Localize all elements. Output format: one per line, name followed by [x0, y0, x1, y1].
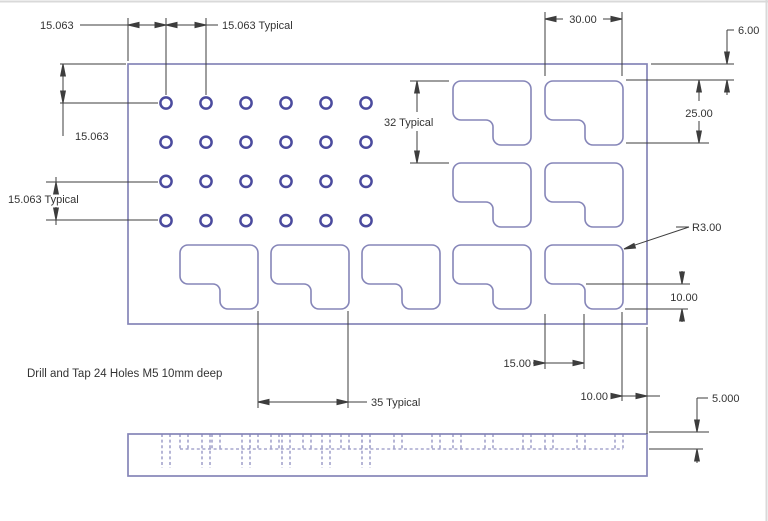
arrowhead	[533, 359, 546, 367]
tapped-hole	[359, 96, 373, 110]
arrowhead	[59, 63, 67, 77]
plate-outline-top-view	[127, 63, 648, 325]
pocket-features	[179, 80, 624, 310]
arrowhead	[678, 271, 686, 285]
arrowhead	[610, 15, 623, 23]
dim-left-typical-label: 15.063 Typical	[8, 194, 79, 206]
tapped-hole	[199, 213, 213, 228]
tapped-hole	[359, 213, 373, 228]
tapped-hole	[159, 135, 173, 150]
plate-outline-side-view	[127, 433, 648, 477]
arrowhead	[413, 80, 421, 94]
tapped-hole	[159, 174, 173, 189]
pocket	[544, 244, 624, 310]
pocket	[452, 162, 532, 228]
dim-top-first-label: 15.063	[40, 20, 74, 32]
arrowhead	[154, 21, 167, 29]
dim-pocket-height: 25.00	[626, 79, 713, 144]
dim-corner-radius-label: R3.00	[692, 222, 721, 234]
tapped-hole	[359, 135, 373, 150]
dim-hole-spacing-top: 15.063 15.063 Typical	[40, 18, 293, 95]
arrowhead	[695, 130, 703, 144]
arrowhead	[693, 448, 701, 462]
dim-pocket-leg-depth: 10.00	[586, 271, 698, 322]
arrowhead	[572, 359, 585, 367]
pocket	[179, 244, 259, 310]
dim-top-margin: 6.00	[626, 25, 759, 95]
dim-corner-radius: R3.00	[623, 222, 721, 250]
arrowhead	[194, 21, 207, 29]
tapped-hole	[159, 96, 173, 110]
arrowhead	[678, 308, 686, 322]
arrowhead	[165, 21, 178, 29]
tapped-hole	[319, 213, 333, 228]
tapped-hole	[279, 174, 293, 189]
side-view-hidden-lines	[161, 434, 624, 468]
tapped-hole	[239, 135, 253, 150]
tapped-hole	[279, 96, 293, 110]
arrowhead	[610, 392, 623, 400]
dim-right-margin: 10.00	[580, 312, 660, 434]
arrowhead	[257, 398, 270, 406]
dim-pocket-depth: 5.000	[649, 393, 740, 463]
pocket	[544, 80, 624, 146]
tapped-hole	[279, 135, 293, 150]
pocket	[361, 244, 441, 310]
tapped-hole	[359, 174, 373, 189]
dim-pocket-col-pitch: 35 Typical	[257, 311, 420, 409]
arrowhead	[52, 207, 60, 221]
dim-pocket-width: 30.00	[544, 12, 623, 76]
dim-pocket-width-label: 30.00	[569, 14, 597, 26]
arrowhead	[723, 79, 731, 93]
tapped-hole	[319, 174, 333, 189]
dim-pocket-depth-label: 5.000	[712, 393, 740, 405]
tapped-hole	[239, 174, 253, 189]
arrowhead	[723, 51, 731, 65]
arrowhead	[127, 21, 140, 29]
drill-note-text: Drill and Tap 24 Holes M5 10mm deep	[27, 368, 222, 380]
tapped-hole	[199, 135, 213, 150]
tapped-hole	[159, 213, 173, 228]
tapped-hole	[279, 213, 293, 228]
pocket	[544, 162, 624, 228]
pocket	[270, 244, 350, 310]
arrowhead	[336, 398, 349, 406]
dim-row-pitch-label: 32 Typical	[384, 117, 433, 129]
arrowhead	[544, 15, 557, 23]
dim-step-width-label: 15.00	[503, 358, 531, 370]
tapped-hole	[319, 135, 333, 150]
dim-pocket-step-width: 15.00	[503, 314, 585, 370]
dim-pocket-row-pitch: 32 Typical	[384, 80, 449, 164]
dim-left-first-row: 15.063	[59, 63, 158, 143]
arrowhead	[695, 79, 703, 93]
dim-pocket-height-label: 25.00	[685, 108, 713, 120]
arrowhead	[623, 242, 637, 250]
arrowhead	[693, 419, 701, 433]
dim-top-typical-label: 15.063 Typical	[222, 20, 293, 32]
dim-left-first-label: 15.063	[75, 131, 109, 143]
tapped-hole	[199, 174, 213, 189]
dim-right-margin-label: 10.00	[580, 391, 608, 403]
tapped-hole	[199, 96, 213, 110]
arrowhead	[635, 392, 648, 400]
arrowhead	[413, 150, 421, 164]
dim-col-pitch-label: 35 Typical	[371, 397, 420, 409]
tapped-hole	[239, 213, 253, 228]
arrowhead	[59, 90, 67, 104]
tapped-hole	[239, 96, 253, 110]
part-geometry	[127, 63, 648, 477]
hole-grid	[159, 96, 373, 228]
pocket	[452, 244, 532, 310]
pocket	[452, 80, 532, 146]
tapped-hole	[319, 96, 333, 110]
arrowhead	[52, 181, 60, 195]
dim-left-row-pitch: 15.063 Typical	[8, 177, 158, 225]
dim-leg-depth-label: 10.00	[670, 292, 698, 304]
dim-top-margin-label: 6.00	[738, 25, 759, 37]
dimension-annotations: 15.063 15.063 Typical 15.063 15.063 Typi…	[8, 12, 759, 463]
